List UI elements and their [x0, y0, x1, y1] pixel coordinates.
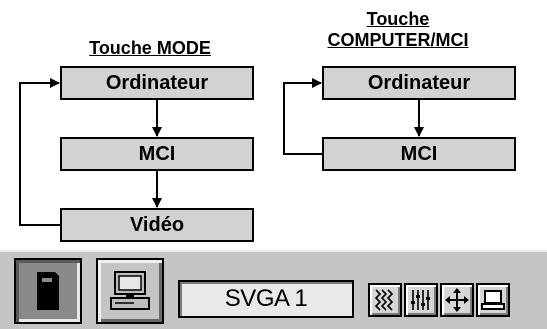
zigzag-button[interactable]: [368, 283, 402, 317]
monitor-icon: [481, 290, 505, 310]
arrow-right-loop-back: [283, 78, 322, 155]
mode-display-text: SVGA 1: [224, 285, 308, 312]
sliders-button[interactable]: [404, 283, 438, 317]
computer-button[interactable]: [96, 258, 164, 324]
card-button[interactable]: [14, 258, 82, 324]
right-box-ordinateur: Ordinateur: [322, 66, 516, 100]
left-box-video-label: Vidéo: [129, 213, 185, 236]
sliders-icon: [411, 290, 430, 310]
right-box-mci: MCI: [322, 137, 516, 171]
right-box-mci-label: MCI: [400, 142, 438, 165]
left-diagram-title: Touche MODE: [89, 38, 211, 58]
mode-display: SVGA 1: [178, 280, 354, 318]
left-box-ordinateur: Ordinateur: [60, 66, 254, 100]
left-box-video: Vidéo: [60, 208, 254, 242]
monitor-button[interactable]: [476, 283, 510, 317]
right-box-ordinateur-label: Ordinateur: [367, 71, 471, 94]
left-box-mci-label: MCI: [138, 142, 176, 165]
right-diagram-title-line1: Touche: [366, 9, 430, 29]
left-box-ordinateur-label: Ordinateur: [105, 71, 209, 94]
zigzag-lines-icon: [374, 289, 394, 311]
left-box-mci: MCI: [60, 137, 254, 171]
move-arrows-icon: [445, 288, 469, 312]
move-button[interactable]: [440, 283, 474, 317]
card-icon: [37, 272, 59, 310]
diagram-connectors: [19, 78, 424, 226]
arrow-left-loop-back: [19, 78, 60, 226]
computer-monitor-icon: [110, 271, 150, 310]
right-diagram-title-line2: COMPUTER/MCI: [327, 30, 469, 50]
